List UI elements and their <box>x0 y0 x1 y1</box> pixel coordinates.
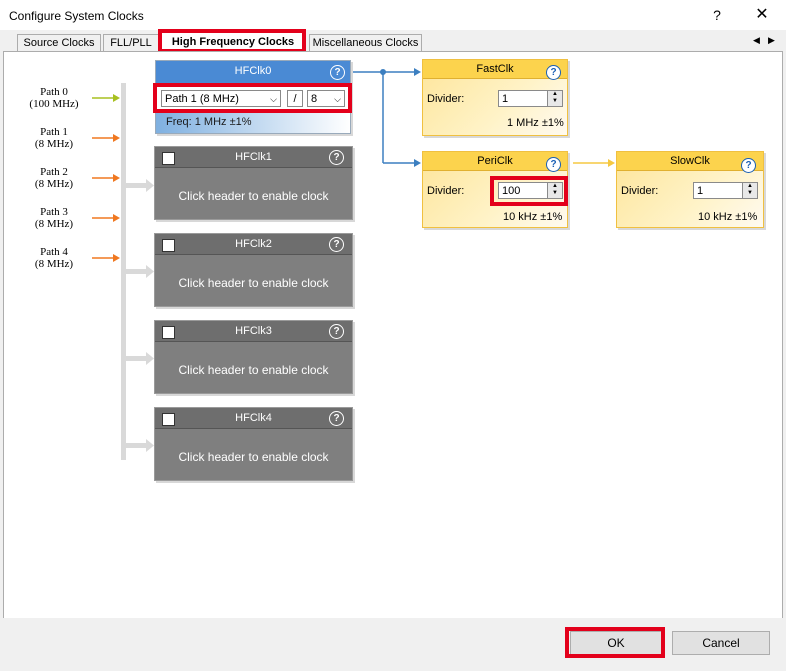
hfclk0-title: HFClk0 <box>234 65 272 77</box>
fastclk-help-icon[interactable]: ? <box>546 65 561 80</box>
fastclk-box: FastClk ? Divider: 1 ▲▼ 1 MHz ±1% <box>422 59 568 136</box>
spinner-arrows-icon[interactable]: ▲▼ <box>547 183 562 198</box>
highlight-ok <box>565 627 665 658</box>
hfclk0-divider-select[interactable]: 8 ⌵ <box>307 90 345 107</box>
path-1-label: Path 1(8 MHz) <box>34 126 74 150</box>
fastclk-freq: 1 MHz ±1% <box>507 117 564 129</box>
hfclk4-message: Click header to enable clock <box>178 450 329 464</box>
hfclk3-help-icon[interactable]: ? <box>329 324 344 339</box>
path-2-label: Path 2(8 MHz) <box>34 166 74 190</box>
tab-scroll-right-icon[interactable]: ▶ <box>768 35 775 45</box>
fastclk-header: FastClk <box>423 60 567 79</box>
chevron-down-icon: ⌵ <box>270 94 277 104</box>
path-arrows <box>92 94 120 262</box>
hfclk3-header[interactable]: HFClk3 ? <box>155 321 352 342</box>
slowclk-divider-label: Divider: <box>621 185 659 197</box>
hfclk3-box: HFClk3 ? Click header to enable clock <box>154 320 353 394</box>
fastclk-divider-label: Divider: <box>427 93 465 105</box>
hfclk2-title: HFClk2 <box>235 238 272 250</box>
hfclk4-header[interactable]: HFClk4 ? <box>155 408 352 429</box>
hfclk3-message: Click header to enable clock <box>178 363 329 377</box>
hfclk3-title: HFClk3 <box>235 325 272 337</box>
periclk-freq: 10 kHz ±1% <box>503 211 563 223</box>
chevron-down-icon: ⌵ <box>334 94 341 104</box>
hfclk0-source-value: Path 1 (8 MHz) <box>165 93 239 105</box>
slowclk-title: SlowClk <box>670 155 710 167</box>
slowclk-divider-input[interactable]: 1 ▲▼ <box>693 182 758 199</box>
slowclk-freq: 10 kHz ±1% <box>698 211 758 223</box>
highlight-periclk-divider <box>490 176 568 206</box>
periclk-header: PeriClk <box>423 152 567 171</box>
fastclk-divider-input[interactable]: 1 ▲▼ <box>498 90 563 107</box>
hfclk2-message: Click header to enable clock <box>178 276 329 290</box>
hfclk2-header[interactable]: HFClk2 ? <box>155 234 352 255</box>
hfclk1-enable-checkbox[interactable] <box>162 152 175 165</box>
tab-miscellaneous-clocks[interactable]: Miscellaneous Clocks <box>309 34 422 52</box>
tab-scroll-left-icon[interactable]: ◀ <box>753 35 760 45</box>
dialog-footer <box>0 618 786 671</box>
periclk-help-icon[interactable]: ? <box>546 157 561 172</box>
hfclk2-help-icon[interactable]: ? <box>329 237 344 252</box>
hfclk2-enable-checkbox[interactable] <box>162 239 175 252</box>
hfclk0-selector-row: Path 1 (8 MHz) ⌵ / 8 ⌵ <box>153 83 352 113</box>
slowclk-header: SlowClk <box>617 152 763 171</box>
slowclk-box: SlowClk ? Divider: 1 ▲▼ 10 kHz ±1% <box>616 151 764 228</box>
periclk-divider-label: Divider: <box>427 185 465 197</box>
hfclk4-enable-checkbox[interactable] <box>162 413 175 426</box>
hfclk3-enable-checkbox[interactable] <box>162 326 175 339</box>
title-bar: Configure System Clocks ? ✕ <box>0 0 786 30</box>
path-4-label: Path 4(8 MHz) <box>34 246 74 270</box>
slowclk-divider-value: 1 <box>697 185 704 197</box>
hfclk1-title: HFClk1 <box>235 151 272 163</box>
periclk-divider-input[interactable]: 100 ▲▼ <box>498 182 563 199</box>
path-3-label: Path 3(8 MHz) <box>34 206 74 230</box>
hfclk0-help-icon[interactable]: ? <box>330 65 345 80</box>
path-0-label: Path 0(100 MHz) <box>29 86 79 110</box>
hfclk2-box: HFClk2 ? Click header to enable clock <box>154 233 353 307</box>
hfclk1-help-icon[interactable]: ? <box>329 150 344 165</box>
hfclk0-source-select[interactable]: Path 1 (8 MHz) ⌵ <box>161 90 281 107</box>
hfclk4-help-icon[interactable]: ? <box>329 411 344 426</box>
cancel-button[interactable]: Cancel <box>672 631 770 655</box>
hfclk0-header[interactable]: HFClk0 ? <box>156 61 350 83</box>
spinner-arrows-icon[interactable]: ▲▼ <box>742 183 757 198</box>
periclk-box: PeriClk ? Divider: 100 ▲▼ 10 kHz ±1% <box>422 151 568 228</box>
fastclk-title: FastClk <box>476 63 514 75</box>
connection-lines <box>92 68 615 460</box>
periclk-title: PeriClk <box>477 155 513 167</box>
slowclk-help-icon[interactable]: ? <box>741 158 756 173</box>
content-panel <box>3 51 783 619</box>
tab-fll-pll[interactable]: FLL/PLL <box>103 34 159 52</box>
help-button[interactable]: ? <box>713 7 721 23</box>
periclk-divider-value: 100 <box>502 185 521 197</box>
hfclk0-divider-value: 8 <box>311 93 318 105</box>
hfclk1-header[interactable]: HFClk1 ? <box>155 147 352 168</box>
hfclk1-box: HFClk1 ? Click header to enable clock <box>154 146 353 220</box>
divider-separator: / <box>287 90 303 107</box>
close-button[interactable]: ✕ <box>755 6 769 23</box>
spinner-arrows-icon[interactable]: ▲▼ <box>547 91 562 106</box>
fastclk-divider-value: 1 <box>502 93 509 105</box>
hfclk0-freq: Freq: 1 MHz ±1% <box>166 116 252 128</box>
hfclk4-box: HFClk4 ? Click header to enable clock <box>154 407 353 481</box>
hfclk4-title: HFClk4 <box>235 412 272 424</box>
window-title: Configure System Clocks <box>9 9 144 23</box>
tab-source-clocks[interactable]: Source Clocks <box>17 34 101 52</box>
hfclk1-message: Click header to enable clock <box>178 189 329 203</box>
